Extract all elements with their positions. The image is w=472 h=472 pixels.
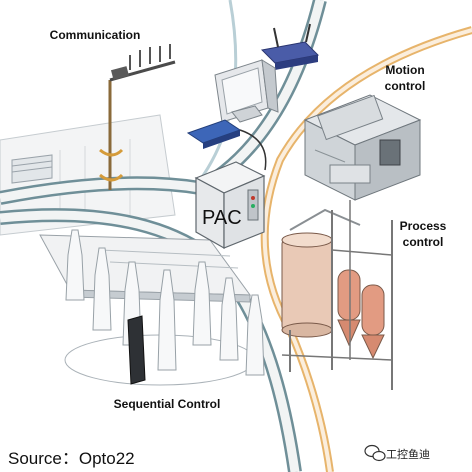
computer-icon: [214, 59, 279, 123]
switch-icon: [186, 119, 267, 171]
process-control-label: Process control: [390, 218, 456, 250]
motion-control-label: Motion control: [372, 62, 438, 94]
router-icon: [260, 23, 320, 70]
pac-label: PAC: [202, 207, 242, 229]
motion-control-text: Motion control: [384, 63, 426, 93]
pac-controller-icon: [194, 161, 266, 250]
wechat-icon: [364, 444, 386, 462]
building-background: [0, 114, 176, 236]
communication-label: Communication: [49, 28, 141, 42]
source-caption: Source：Opto22: [8, 449, 135, 468]
sequential-control-label: Sequential Control: [113, 397, 221, 411]
bottle-icon: [65, 229, 265, 385]
tank-icon: [281, 200, 393, 390]
process-control-text: Process control: [399, 219, 447, 249]
motion-machine-icon: [303, 94, 422, 201]
watermark-text: 工控鱼迪: [386, 448, 430, 461]
antenna-icon: [99, 44, 176, 190]
